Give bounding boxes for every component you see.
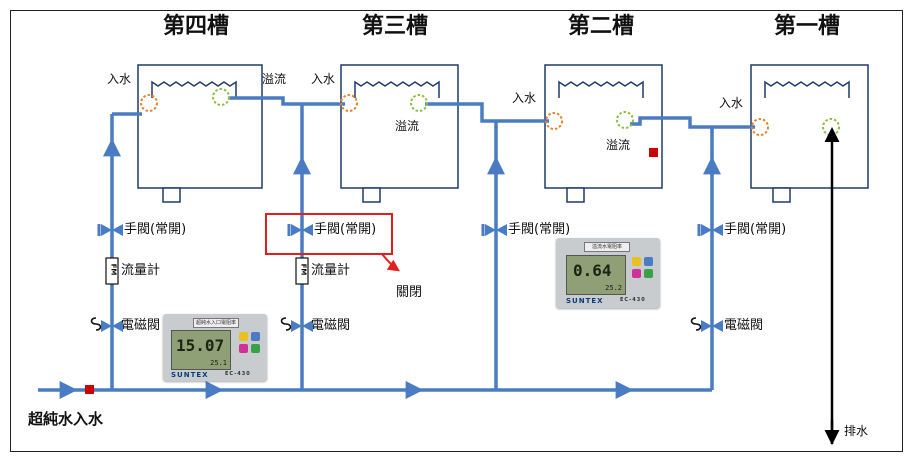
overflow-label-4: 溢流 (262, 72, 287, 86)
solenoid-label-3: 電磁閥 (311, 318, 351, 333)
meter-left-button-yellow (239, 332, 248, 341)
solenoid-label-4: 電磁閥 (121, 318, 161, 333)
tank-1 (750, 64, 869, 203)
solenoid-label-1: 電磁閥 (724, 318, 764, 333)
overflow-label-3: 溢流 (395, 119, 420, 133)
diagram-border (10, 10, 903, 452)
hand-valve-label-4: 手閥(常開) (124, 222, 187, 237)
meter-right-model: EC-430 (620, 297, 646, 303)
meter-left-sub: 25.1 (210, 359, 227, 367)
inlet-sensor (85, 385, 94, 394)
highlight-pointer (381, 253, 400, 272)
heater-coils (151, 80, 850, 98)
hand-valve-label-1: 手閥(常開) (724, 222, 787, 237)
meter-right-button-green (644, 269, 653, 278)
hand-valves (97, 224, 723, 236)
tank-1-title: 第一槽 (774, 14, 841, 39)
meter-left-button-green (251, 344, 260, 353)
meter-left-button-blue (251, 332, 260, 341)
fm-tag-4: FM (109, 263, 118, 276)
meter-left-lcd: 15.07 25.1 (171, 330, 231, 370)
meter-right-button-blue (644, 257, 653, 266)
drain-label: 排水 (844, 424, 869, 438)
overflow-label-2: 溢流 (606, 138, 631, 152)
tank-3-title: 第三槽 (362, 14, 429, 39)
meter-right-reading: 0.64 (573, 261, 612, 280)
meter-right-title: 溢流水電阻率 (584, 242, 630, 252)
hand-valve-label-2: 手閥(常開) (508, 222, 571, 237)
meter-right-lcd: 0.64 25.2 (566, 255, 626, 295)
ports (140, 88, 840, 136)
resistivity-meter-right: 溢流水電阻率 0.64 25.2 SUNTEX EC-430 (556, 238, 660, 308)
meter-right-button-pink (632, 269, 641, 278)
tank-3 (340, 64, 459, 203)
meter-left-button-pink (239, 344, 248, 353)
meter-left-model: EC-430 (225, 371, 251, 377)
hand-valve-label-3: 手閥(常開) (314, 222, 377, 237)
highlight-box (265, 213, 393, 255)
meter-left-reading: 15.07 (176, 336, 225, 355)
flow-arrows (38, 138, 721, 399)
solenoid-valves (101, 320, 723, 332)
inlet-label-1: 入水 (719, 96, 744, 110)
meter-right-sub: 25.2 (605, 284, 622, 292)
fm-tag-3: FM (299, 263, 308, 276)
tank-4-title: 第四槽 (163, 14, 230, 39)
inlet-label-2: 入水 (512, 91, 537, 105)
meter-left-brand: SUNTEX (171, 371, 209, 379)
solenoid-coils (90, 317, 702, 331)
meter-right-button-yellow (632, 257, 641, 266)
tank-2-title: 第二槽 (568, 14, 635, 39)
flow-meter-label-3: 流量計 (311, 263, 351, 278)
flow-meter-label-4: 流量計 (121, 263, 161, 278)
resistivity-meter-left: 超純水入口電阻率 15.07 25.1 SUNTEX EC-430 (163, 314, 267, 381)
flow-meters (105, 257, 309, 285)
pure-water-inlet-label: 超純水入水 (28, 410, 104, 428)
tank-4 (137, 64, 263, 203)
meter-left-title: 超純水入口電阻率 (193, 318, 239, 328)
tank-2 (544, 64, 663, 203)
overflow-sensor (649, 148, 658, 157)
meter-right-brand: SUNTEX (566, 297, 604, 305)
inlet-label-3: 入水 (311, 72, 336, 86)
closed-label: 關閉 (396, 285, 423, 300)
inlet-label-4: 入水 (107, 72, 132, 86)
